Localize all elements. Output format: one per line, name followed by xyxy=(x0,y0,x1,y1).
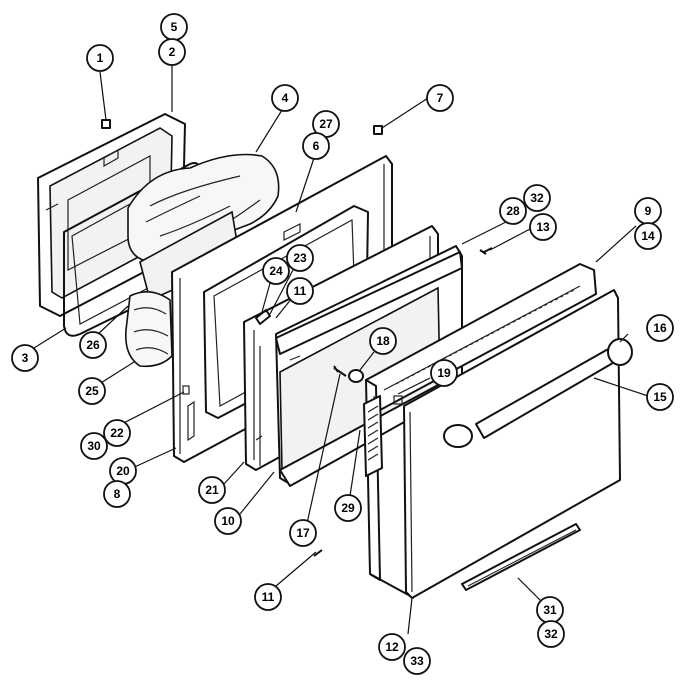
svg-text:28: 28 xyxy=(506,204,520,218)
svg-text:11: 11 xyxy=(262,590,275,604)
callout-17: 17 xyxy=(289,519,317,547)
callout-7: 7 xyxy=(426,84,454,112)
callout-6: 6 xyxy=(302,132,330,160)
svg-text:16: 16 xyxy=(653,321,667,335)
svg-text:22: 22 xyxy=(110,426,124,440)
insulation-top xyxy=(127,153,280,302)
callout-33: 33 xyxy=(403,647,431,675)
callout-19: 19 xyxy=(430,359,458,387)
callout-9: 9 xyxy=(634,197,662,225)
svg-text:2: 2 xyxy=(169,45,176,59)
callout-11-upper: 11 xyxy=(286,277,314,305)
svg-text:6: 6 xyxy=(313,139,320,153)
svg-text:13: 13 xyxy=(536,220,550,234)
callout-14: 14 xyxy=(634,222,662,250)
inner-glass-panel xyxy=(275,245,463,487)
callout-32-lower: 32 xyxy=(537,620,565,648)
svg-text:21: 21 xyxy=(205,483,219,497)
svg-text:9: 9 xyxy=(645,204,652,218)
svg-text:19: 19 xyxy=(437,366,451,380)
callout-4: 4 xyxy=(271,84,299,112)
vent-grille xyxy=(363,395,383,477)
svg-text:11: 11 xyxy=(294,284,307,298)
callout-29: 29 xyxy=(334,494,362,522)
svg-text:7: 7 xyxy=(437,91,444,105)
svg-text:24: 24 xyxy=(269,264,283,278)
svg-text:15: 15 xyxy=(653,390,667,404)
svg-text:8: 8 xyxy=(114,487,121,501)
door-handle xyxy=(443,338,633,448)
svg-text:30: 30 xyxy=(87,439,101,453)
callout-8: 8 xyxy=(103,480,131,508)
svg-text:1: 1 xyxy=(97,51,104,65)
bottom-trim xyxy=(461,523,581,591)
svg-text:32: 32 xyxy=(530,191,544,205)
callout-28: 28 xyxy=(499,197,527,225)
svg-text:20: 20 xyxy=(116,464,130,478)
callout-24: 24 xyxy=(262,257,290,285)
callout-20: 20 xyxy=(109,457,137,485)
svg-text:29: 29 xyxy=(341,501,355,515)
callout-3: 3 xyxy=(11,344,39,372)
callout-30: 30 xyxy=(80,432,108,460)
callout-5: 5 xyxy=(160,13,188,41)
svg-text:17: 17 xyxy=(296,526,310,540)
callout-21: 21 xyxy=(198,476,226,504)
callout-12: 12 xyxy=(378,633,406,661)
callout-10: 10 xyxy=(214,507,242,535)
svg-text:5: 5 xyxy=(171,20,178,34)
svg-text:27: 27 xyxy=(319,117,333,131)
svg-text:18: 18 xyxy=(376,334,390,348)
svg-text:3: 3 xyxy=(22,351,29,365)
callout-15: 15 xyxy=(646,383,674,411)
svg-text:23: 23 xyxy=(293,251,307,265)
hardware xyxy=(101,119,493,557)
callout-1: 1 xyxy=(86,44,114,72)
callout-16: 16 xyxy=(646,314,674,342)
svg-text:10: 10 xyxy=(221,514,235,528)
callout-11-lower: 11 xyxy=(254,583,282,611)
outer-door-panel xyxy=(403,289,621,599)
callout-2: 2 xyxy=(158,38,186,66)
insulation-bottom xyxy=(124,291,173,368)
svg-text:25: 25 xyxy=(85,384,99,398)
callout-31: 31 xyxy=(536,596,564,624)
callout-25: 25 xyxy=(78,377,106,405)
callout-26: 26 xyxy=(79,331,107,359)
svg-text:32: 32 xyxy=(544,627,558,641)
callout-32-upper: 32 xyxy=(523,184,551,212)
svg-text:31: 31 xyxy=(543,603,557,617)
svg-text:33: 33 xyxy=(410,654,424,668)
svg-text:4: 4 xyxy=(282,91,289,105)
svg-text:14: 14 xyxy=(641,229,655,243)
callout-23: 23 xyxy=(286,244,314,272)
callout-22: 22 xyxy=(103,419,131,447)
svg-text:26: 26 xyxy=(86,338,100,352)
callout-18: 18 xyxy=(369,327,397,355)
callout-13: 13 xyxy=(529,213,557,241)
svg-text:12: 12 xyxy=(385,640,399,654)
